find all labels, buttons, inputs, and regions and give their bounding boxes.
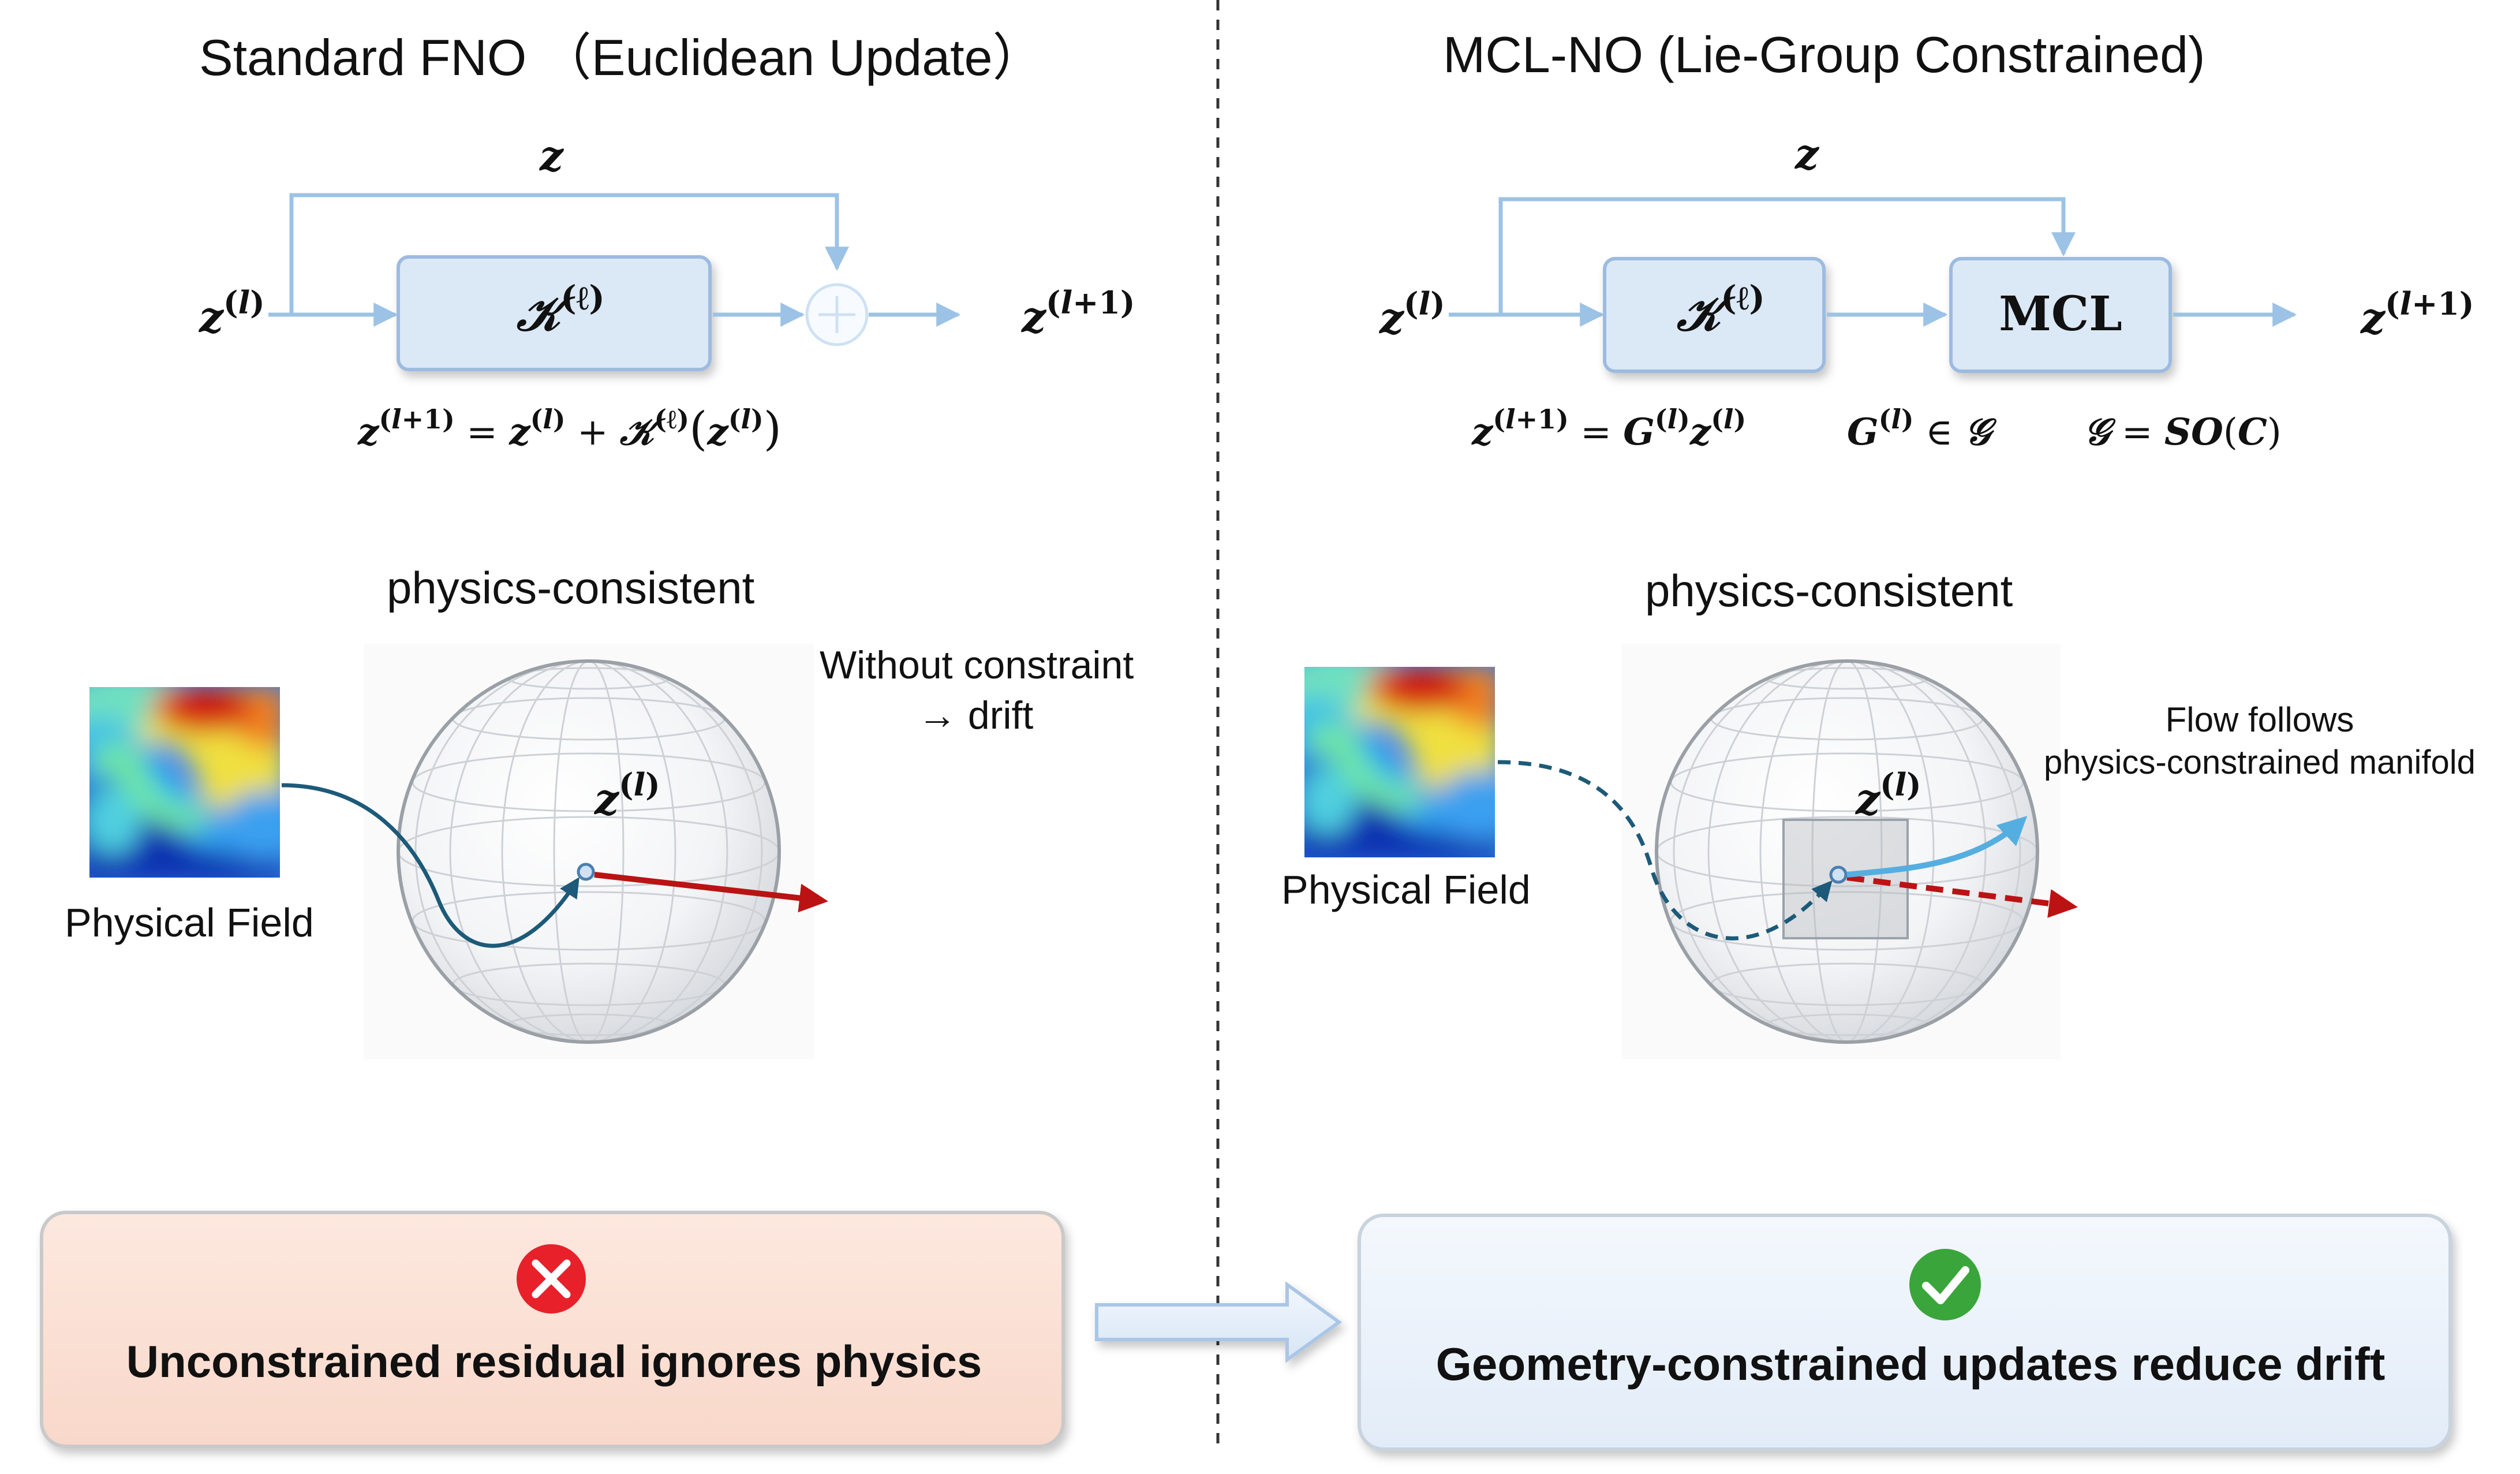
right-kernel-block xyxy=(1603,257,1826,373)
right-panel: MCL-NO (Lie-Group Constrained) z z(l) 𝒦(… xyxy=(1270,26,2476,1451)
left-skip-connection: z xyxy=(289,131,849,315)
right-flow-note: Flow follows physics-constrained manifol… xyxy=(2044,700,2476,781)
hollow-right-arrow-icon xyxy=(1095,1281,1343,1363)
right-field-label: Physical Field xyxy=(1281,867,1531,912)
left-panel: Standard FNO （Euclidean Update） z z(l) 𝒦… xyxy=(40,29,1135,1448)
left-drift-note: Without constraint → drift xyxy=(820,643,1134,737)
svg-text:→ drift: → drift xyxy=(918,693,1033,737)
right-mcl-label: MCL xyxy=(1999,286,2122,342)
right-skip-label: z xyxy=(1794,129,1820,178)
left-update-equation: z(l+1) = z(l) + 𝒦(ℓ)(z(l)) xyxy=(357,402,782,456)
left-skip-label: z xyxy=(539,131,564,180)
right-drift-arrow xyxy=(1846,875,2078,918)
right-input-label: z(l) xyxy=(1378,285,1445,344)
left-latent-sphere xyxy=(364,644,814,1059)
left-output-label: z(l+1) xyxy=(1020,284,1135,342)
right-constrained-flow-arrow xyxy=(1846,816,2028,878)
cross-icon xyxy=(517,1244,586,1313)
svg-text:z(l+1): z(l+1) xyxy=(1020,284,1135,342)
left-field-label: Physical Field xyxy=(65,900,314,945)
svg-text:z(l+1): z(l+1) xyxy=(2360,285,2474,344)
svg-text:𝒢 = SO(C): 𝒢 = SO(C) xyxy=(2084,411,2282,454)
left-title: Standard FNO （Euclidean Update） xyxy=(199,29,1044,86)
right-update-equation: z(l+1) = G(l)z(l) xyxy=(1471,404,1746,454)
svg-text:z(l+1) = G(l)z(l): z(l+1) = G(l)z(l) xyxy=(1471,404,1746,454)
left-section-title: physics-consistent xyxy=(387,562,755,613)
right-title: MCL-NO (Lie-Group Constrained) xyxy=(1443,26,2205,83)
svg-text:z(l+1) = z(l) + 𝒦(ℓ)(z(l)): z(l+1) = z(l) + 𝒦(ℓ)(z(l)) xyxy=(357,402,782,456)
left-sum-node xyxy=(805,283,869,346)
right-conclusion-text: Geometry-constrained updates reduce drif… xyxy=(1436,1338,2386,1390)
right-conclusion-box: Geometry-constrained updates reduce drif… xyxy=(1358,1214,2452,1451)
right-section-title: physics-consistent xyxy=(1645,565,2013,616)
svg-text:Without constraint: Without constraint xyxy=(820,643,1134,687)
check-icon xyxy=(1909,1249,1981,1320)
svg-text:G(l) ∈ 𝒢: G(l) ∈ 𝒢 xyxy=(1847,404,1997,454)
left-conclusion-text: Unconstrained residual ignores physics xyxy=(126,1336,982,1387)
right-latent-sphere xyxy=(1622,644,2061,1059)
svg-text:Flow follows: Flow follows xyxy=(2166,700,2354,739)
right-group-definition: 𝒢 = SO(C) xyxy=(2084,411,2282,454)
right-mcl-block xyxy=(1949,257,2172,373)
left-field-trajectory xyxy=(281,783,579,948)
right-skip-connection: z xyxy=(1498,129,2076,315)
right-latent-point xyxy=(1829,865,1848,884)
left-kernel-block xyxy=(397,255,712,371)
left-drift-arrow xyxy=(594,872,828,913)
svg-text:z(l): z(l) xyxy=(198,284,265,342)
svg-text:z(l): z(l) xyxy=(1378,285,1445,344)
left-physical-field-image xyxy=(55,670,303,883)
right-group-membership: G(l) ∈ 𝒢 xyxy=(1847,404,1997,454)
left-input-label: z(l) xyxy=(198,284,265,342)
svg-text:physics-constrained manifold: physics-constrained manifold xyxy=(2044,744,2476,781)
right-output-label: z(l+1) xyxy=(2360,285,2474,344)
right-physical-field-image xyxy=(1270,650,1518,863)
left-conclusion-box: Unconstrained residual ignores physics xyxy=(40,1211,1065,1448)
left-latent-point xyxy=(577,863,595,881)
